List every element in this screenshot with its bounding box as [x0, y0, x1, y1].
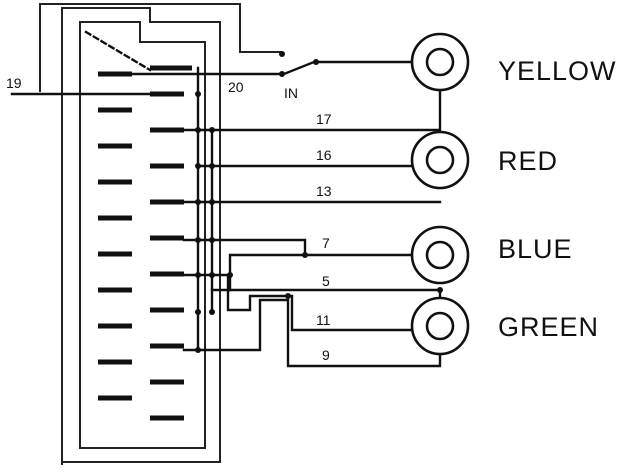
connector-outer-frame [61, 7, 221, 465]
wire-9 [182, 298, 442, 368]
label-pin-11: 11 [316, 312, 331, 328]
junction-dots [195, 91, 443, 353]
switch-in-label: IN [284, 85, 298, 101]
label-pin-16: 16 [316, 147, 332, 163]
jack-red [410, 130, 470, 190]
left-pin-column [98, 71, 132, 401]
jack-yellow [410, 32, 470, 92]
label-pin-13: 13 [316, 183, 332, 199]
label-pin-20: 20 [228, 79, 244, 95]
wire-17 [182, 88, 442, 132]
switch-contact-bottom [279, 71, 285, 77]
label-blue: BLUE [498, 234, 573, 264]
label-pin-5: 5 [322, 273, 330, 289]
connector-shield-wire [39, 3, 282, 92]
switch-lever [282, 60, 316, 76]
wire-11 [182, 273, 414, 332]
wire-7 [182, 238, 414, 257]
label-red: RED [498, 146, 558, 176]
label-green: GREEN [498, 312, 599, 342]
label-pin-19: 19 [6, 75, 22, 91]
jack-green [410, 296, 470, 356]
connector-inner-frame [79, 21, 206, 449]
label-pin-9: 9 [322, 347, 330, 363]
right-pin-column [150, 91, 184, 421]
switch-contact-top [279, 51, 285, 57]
wire-7-ground [228, 253, 307, 292]
label-pin-17: 17 [316, 111, 332, 127]
label-pin-7: 7 [322, 235, 330, 251]
wire-5 [210, 288, 442, 302]
jack-blue [410, 225, 470, 285]
shield-hatch [84, 30, 152, 72]
label-yellow: YELLOW [498, 56, 617, 86]
